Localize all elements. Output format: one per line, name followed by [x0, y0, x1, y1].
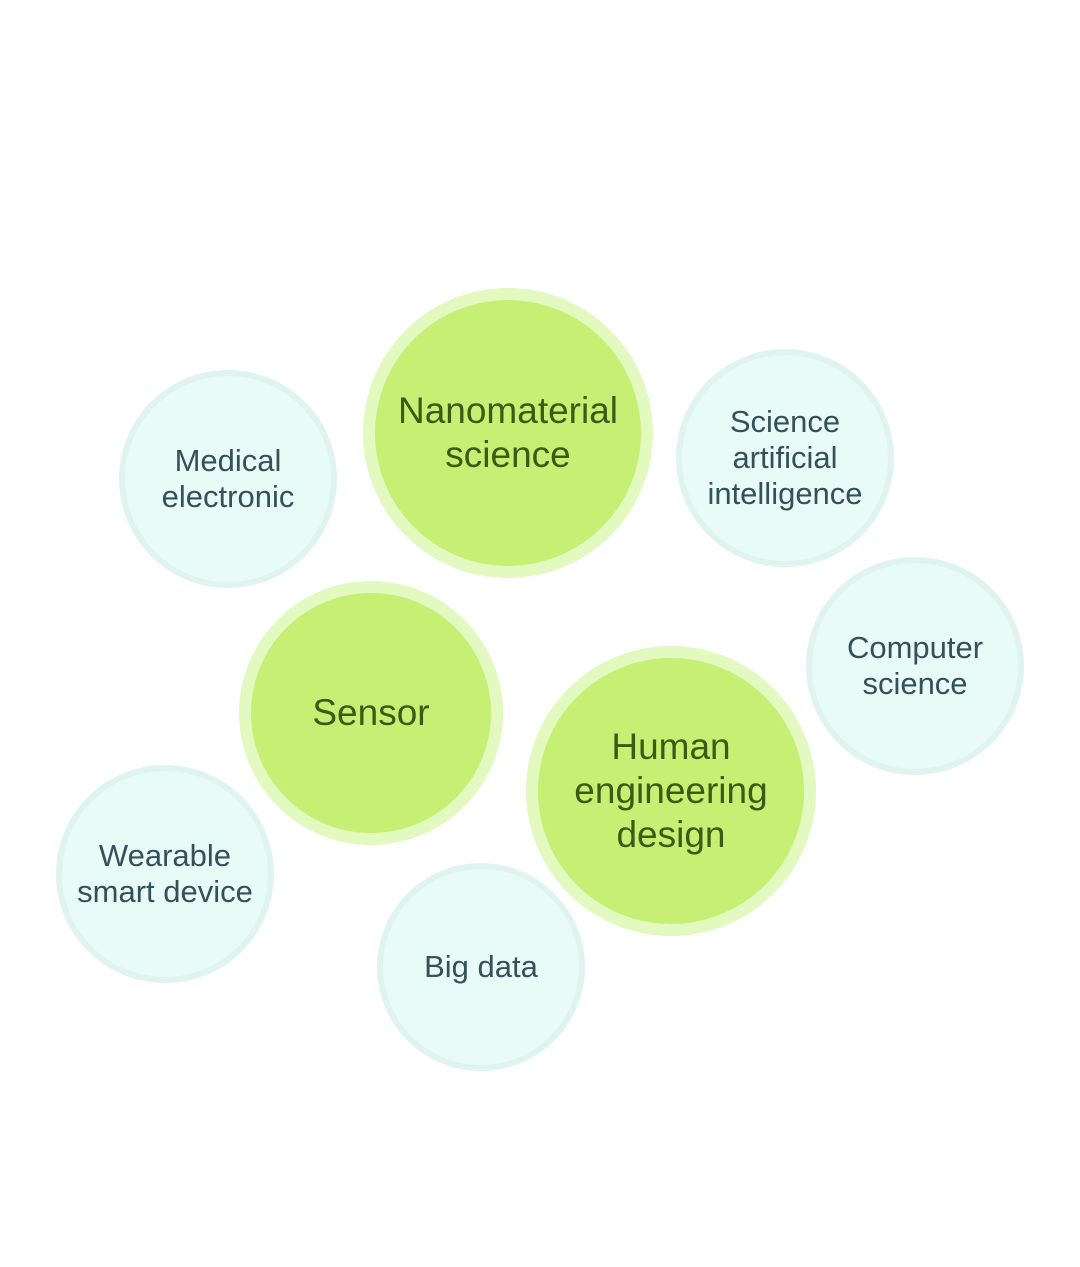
node-label: Nanomaterial science: [397, 390, 619, 475]
node-label: Big data: [424, 949, 538, 984]
node-computer-science: Computer science: [806, 557, 1024, 775]
node-human-engineering-design: Human engineering design: [526, 646, 816, 936]
node-wearable-smart-device: Wearable smart device: [56, 765, 274, 983]
node-medical-electronic: Medical electronic: [119, 370, 337, 588]
node-big-data: Big data: [377, 863, 585, 1071]
node-label: Sensor: [312, 692, 430, 733]
node-label: Human engineering design: [574, 726, 768, 855]
node-label: Medical electronic: [161, 443, 295, 514]
node-sensor: Sensor: [239, 581, 503, 845]
node-label: Science artificial intelligence: [707, 404, 863, 511]
node-nanomaterial-science: Nanomaterial science: [363, 288, 653, 578]
node-science-artificial-intelligence: Science artificial intelligence: [676, 349, 894, 567]
node-label: Computer science: [846, 630, 984, 701]
node-label: Wearable smart device: [77, 838, 253, 909]
